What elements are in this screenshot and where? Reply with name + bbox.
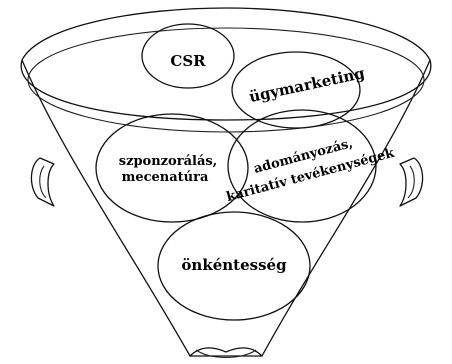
label-sponsorship-line1: szponzorálás, [119,154,217,169]
right-handle [399,157,424,207]
funnel-spout [189,347,263,358]
funnel-rim-outer [20,7,432,121]
label-ugymarketing: ügymarketing [247,64,366,106]
funnel-body [21,59,431,357]
label-csr: CSR [170,52,206,70]
funnel-rim-inner [27,27,425,133]
circle-csr [141,23,235,89]
circle-volunteering [157,211,311,321]
circle-donation [227,109,377,223]
label-volunteering: önkéntesség [181,256,287,274]
label-sponsorship-line2: mecenatúra [122,170,209,185]
circle-ugymarketing [231,51,361,129]
left-handle [30,157,55,207]
circle-sponsorship [95,113,249,223]
